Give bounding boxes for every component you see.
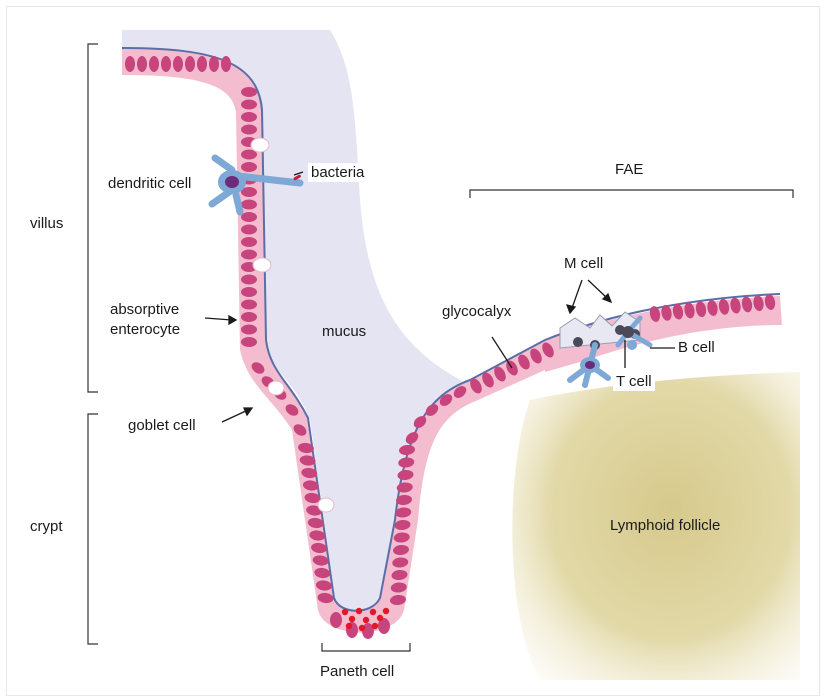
enterocyte-nucleus xyxy=(161,56,171,72)
absorptive-enterocyte-label-line1: absorptive xyxy=(110,300,179,319)
villus-label: villus xyxy=(30,214,63,233)
glycocalyx-label: glycocalyx xyxy=(442,302,511,321)
crypt-label: crypt xyxy=(30,517,63,536)
enterocyte-nucleus xyxy=(241,225,257,235)
enterocyte-nucleus xyxy=(241,200,257,210)
enterocyte-nucleus xyxy=(209,56,219,72)
enterocyte-nucleus xyxy=(241,125,257,135)
enterocyte-nucleus xyxy=(241,237,257,247)
crypt-bracket xyxy=(88,414,98,644)
mucus-label: mucus xyxy=(322,322,366,341)
villus-bracket xyxy=(88,44,98,392)
enterocyte-nucleus xyxy=(241,325,257,335)
enterocyte-nucleus xyxy=(173,56,183,72)
fae-bracket xyxy=(470,190,793,198)
enterocyte-nucleus xyxy=(197,56,207,72)
m-cell-label: M cell xyxy=(561,254,606,273)
paneth-cell-label: Paneth cell xyxy=(320,662,394,681)
enterocyte-nucleus xyxy=(241,275,257,285)
enterocyte-nucleus xyxy=(241,300,257,310)
enterocyte-nucleus xyxy=(241,312,257,322)
enterocyte-nucleus xyxy=(241,212,257,222)
enterocyte-nucleus xyxy=(241,162,257,172)
enterocyte-nucleus xyxy=(241,87,257,97)
t-cell-label: T cell xyxy=(613,372,655,391)
b-cell-label: B cell xyxy=(678,338,715,357)
lymphoid-follicle-label: Lymphoid follicle xyxy=(610,516,720,535)
enterocyte-nucleus xyxy=(241,112,257,122)
enterocyte-nucleus xyxy=(137,56,147,72)
bacteria-label: bacteria xyxy=(308,163,367,182)
enterocyte-nucleus xyxy=(185,56,195,72)
absorptive-enterocyte-label-line2: enterocyte xyxy=(110,320,180,339)
goblet-cell-label: goblet cell xyxy=(128,416,196,435)
dendritic-cell-label: dendritic cell xyxy=(108,174,191,193)
enterocyte-nucleus xyxy=(330,612,342,628)
paneth-bracket xyxy=(322,643,410,651)
enterocyte-nucleus xyxy=(241,250,257,260)
enterocyte-nucleus xyxy=(125,56,135,72)
fae-label: FAE xyxy=(615,160,643,179)
enterocyte-nucleus xyxy=(221,56,231,72)
enterocyte-nucleus xyxy=(241,337,257,347)
enterocyte-nucleus xyxy=(241,100,257,110)
enterocyte-nucleus xyxy=(241,287,257,297)
enterocyte-nucleus xyxy=(149,56,159,72)
